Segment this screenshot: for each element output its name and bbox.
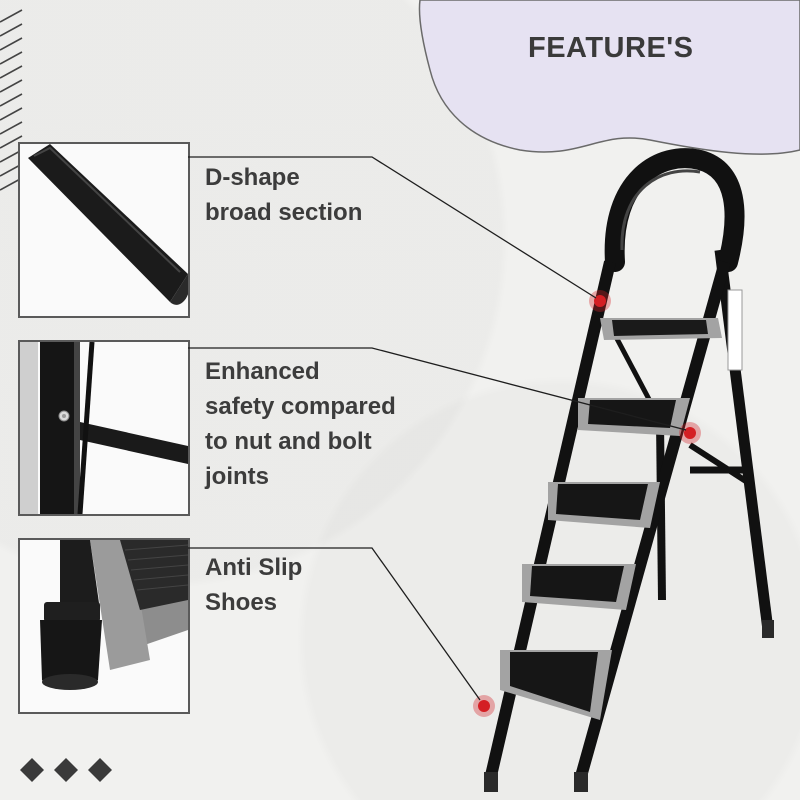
feature-image-joint [18,340,190,516]
feature-label-line: D-shape [205,164,300,191]
page-title: FEATURE'S [528,32,694,64]
feature-label-d-shape: D-shape broad section [205,160,362,230]
marker-dots [473,290,701,717]
feature-label-line: joints [205,463,269,490]
feature-label-anti-slip: Anti Slip Shoes [205,550,302,620]
diamond-icon [54,758,78,782]
diamond-decoration [20,758,112,782]
feature-label-safety: Enhanced safety compared to nut and bolt… [205,354,396,494]
diamond-icon [88,758,112,782]
feature-image-d-shape [18,142,190,318]
feature-image-rubber-foot [18,538,190,714]
feature-label-line: to nut and bolt [205,428,372,455]
feature-label-line: Anti Slip [205,554,303,581]
feature-label-line: Enhanced [205,358,320,385]
feature-label-line: broad section [205,199,363,226]
diamond-icon [20,758,44,782]
feature-label-line: safety compared [205,393,396,420]
feature-label-line: Shoes [205,589,278,616]
